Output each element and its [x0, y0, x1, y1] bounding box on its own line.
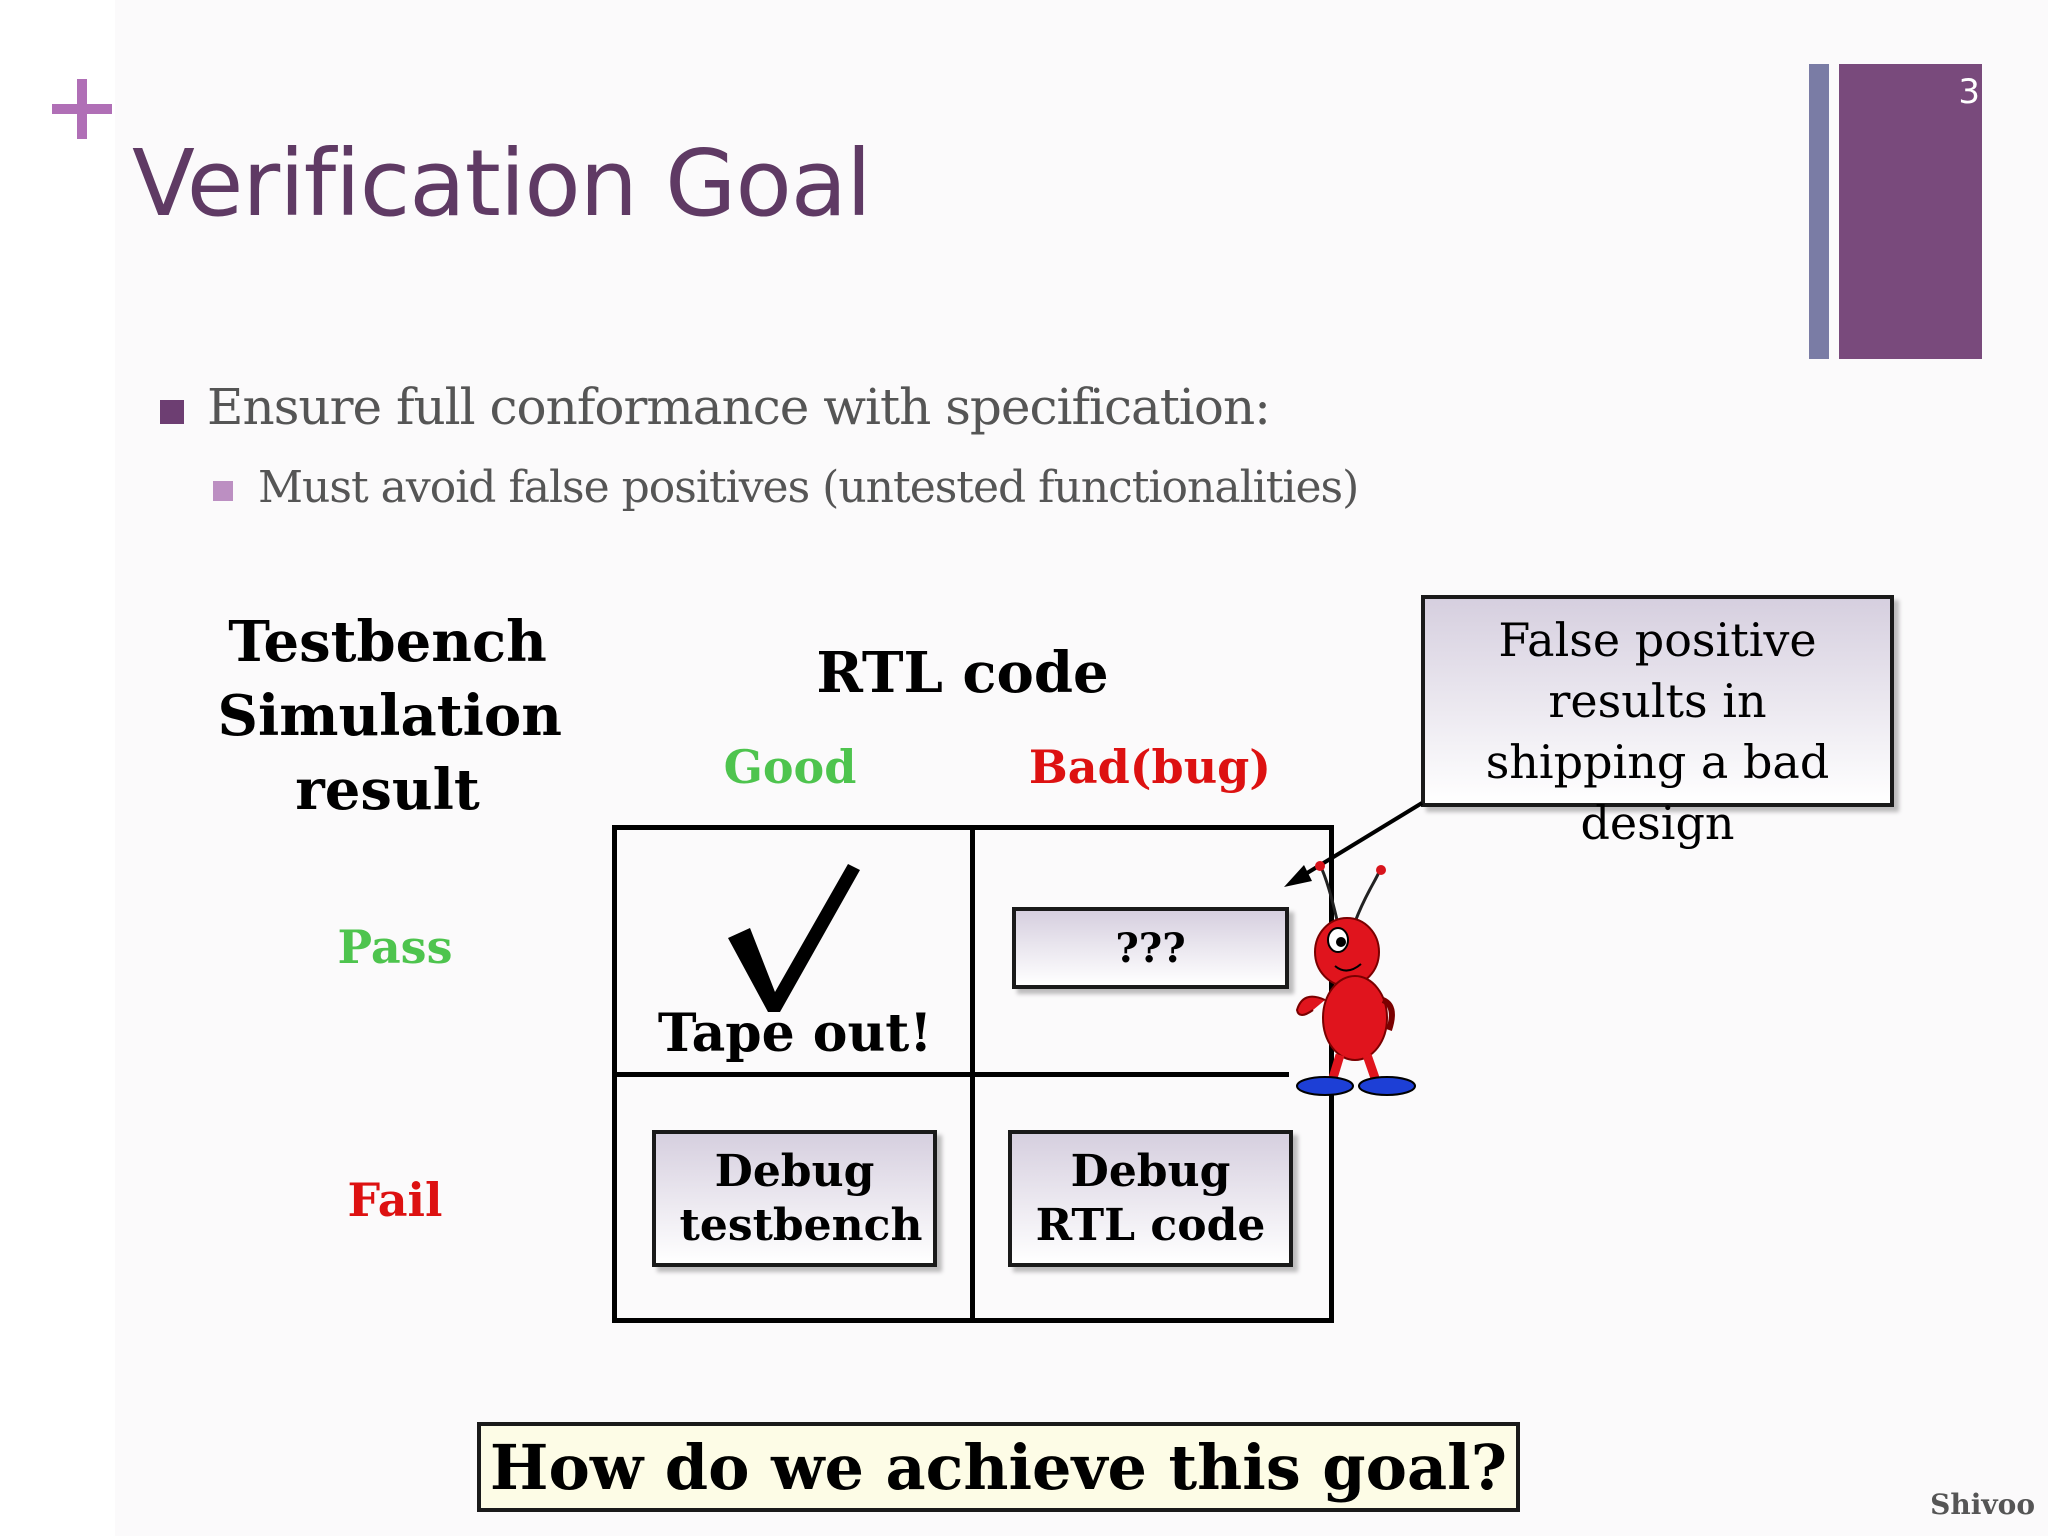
unknown-result-box: ???: [1012, 907, 1289, 989]
accent-bar-wide: [1839, 64, 1982, 359]
row-fail-label: Fail: [347, 1173, 443, 1227]
row-pass-label: Pass: [337, 920, 453, 974]
watermark-text: Shivoo: [1930, 1488, 2035, 1521]
plus-icon: [52, 78, 116, 142]
column-bad-label: Bad(bug): [1028, 740, 1272, 794]
bullet-level2-text: Must avoid false positives (untested fun…: [258, 462, 1359, 513]
slide-title: Verification Goal: [132, 130, 872, 237]
bullet-square-icon: [160, 400, 184, 424]
column-header-label: RTL code: [816, 640, 1109, 706]
row-header-label: Testbench Simulation result: [190, 605, 585, 827]
check-mark-icon: [728, 864, 860, 1012]
slide-number: 3: [1958, 72, 1980, 112]
closing-question: How do we achieve this goal?: [477, 1422, 1520, 1512]
sub-bullet-square-icon: [213, 481, 233, 501]
debug-rtl-text: Debug RTL code: [1035, 1145, 1266, 1251]
debug-rtl-box: Debug RTL code: [1008, 1130, 1293, 1267]
row-header-text: Testbench Simulation result: [217, 609, 562, 823]
tape-out-text: Tape out!: [657, 1003, 933, 1064]
column-good-label: Good: [723, 740, 857, 794]
callout-box: [1421, 595, 1894, 807]
bullet-level1-text: Ensure full conformance with specificati…: [207, 378, 1271, 436]
grid-horizontal-divider-right: [975, 1072, 1289, 1077]
debug-testbench-text: Debug testbench: [679, 1145, 923, 1251]
debug-testbench-box: Debug testbench: [652, 1130, 937, 1267]
callout-text: False positive results in shipping a bad…: [1421, 610, 1894, 854]
unknown-result-text: ???: [1115, 924, 1186, 972]
bug-mascot-icon: [1295, 861, 1416, 1096]
grid-horizontal-divider-left: [612, 1072, 975, 1077]
callout-label: False positive results in shipping a bad…: [1485, 613, 1830, 850]
accent-bar-thin: [1809, 64, 1829, 359]
arrow-icon: [1284, 801, 1424, 887]
